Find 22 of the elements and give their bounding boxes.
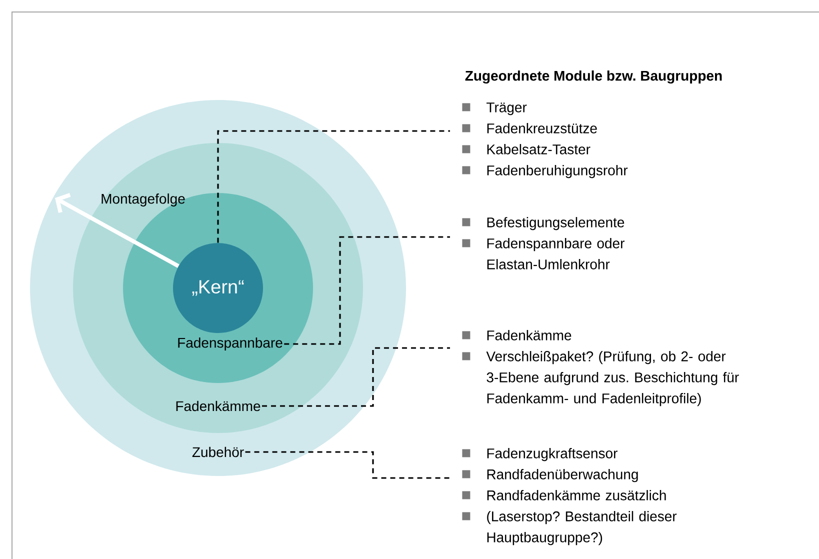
list-item: (Laserstop? Bestandteil dieser Hauptbaugruppe?) bbox=[487, 511, 677, 546]
arrow-label: Montagefolge bbox=[102, 193, 185, 207]
connector-line bbox=[217, 130, 450, 243]
list-item: Befestigungselemente bbox=[487, 217, 624, 230]
ring-label: Zubehör bbox=[192, 446, 244, 458]
list-item: Träger bbox=[486, 102, 527, 116]
connector-line bbox=[284, 236, 450, 345]
list-item: Fadenspannbare oder Elastan-Umlenkrohr bbox=[487, 238, 624, 270]
list-item: Randfadenkämme zusätzlich bbox=[487, 490, 666, 500]
list-item: Fadenberuhigungsrohr bbox=[487, 165, 628, 178]
list-item: Fadenzugkraftsensor bbox=[487, 448, 618, 462]
list-item: Randfadenüberwachung bbox=[487, 469, 638, 482]
list-item: Fadenkämme bbox=[487, 330, 572, 340]
ring-label: Fadenkämme bbox=[176, 400, 260, 412]
list-item: Verschleißpaket? (Prüfung, ob 2- oder 3-Ebene aufgrund zus. Beschichtung für Fadenkamm- und Fadenleitprofile) bbox=[486, 351, 739, 406]
list-item: Kabelsatz-Taster bbox=[487, 144, 590, 154]
direction-arrow bbox=[55, 193, 180, 268]
connector-line bbox=[245, 451, 450, 479]
connector-line bbox=[262, 347, 450, 407]
heading: Zugeordnete Module bzw. Baugruppen bbox=[465, 70, 722, 84]
list-item: Fadenkreuzstütze bbox=[487, 123, 597, 134]
ring-label: Fadenspannbare bbox=[178, 337, 282, 351]
